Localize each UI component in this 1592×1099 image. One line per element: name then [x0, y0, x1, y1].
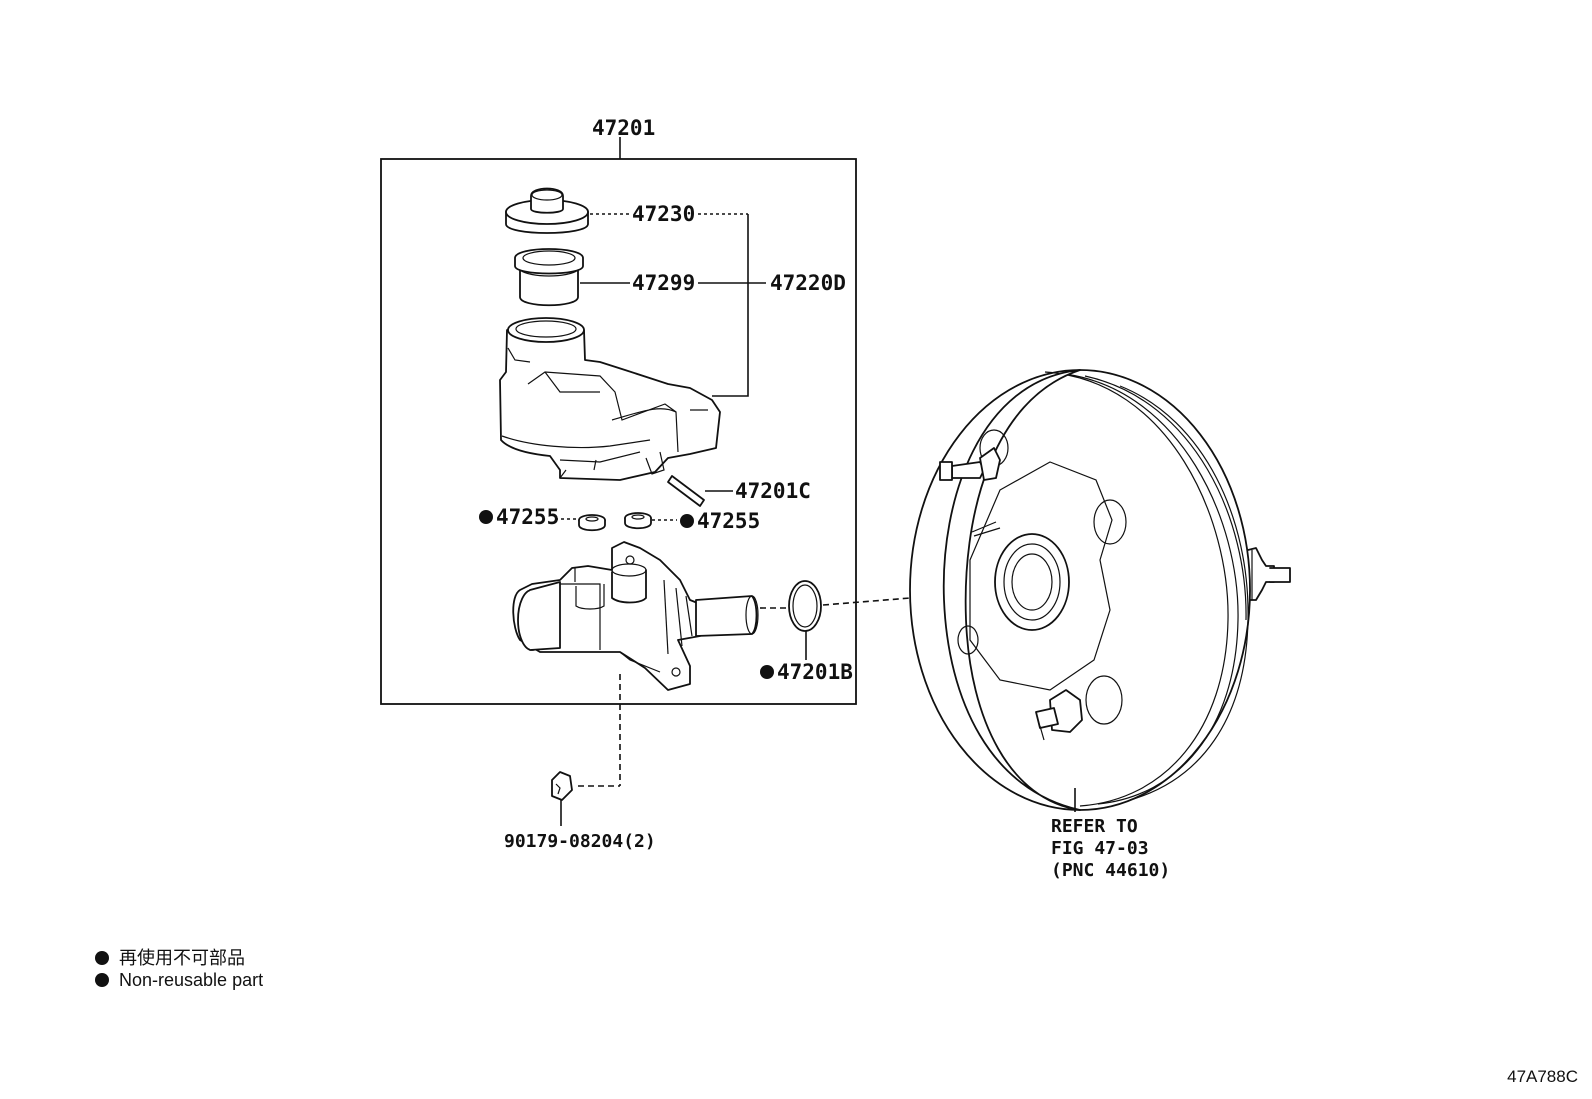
non-reusable-bullet-icon	[479, 510, 493, 524]
reservoir-pin	[667, 475, 705, 507]
o-ring	[788, 580, 822, 632]
grommet-right-label: 47255	[697, 509, 760, 533]
strainer-label: 47299	[632, 271, 695, 295]
refer-line-2: FIG 47-03	[1051, 838, 1149, 859]
diagram-code: 47A788C	[1507, 1067, 1578, 1086]
filled-circle-icon	[95, 973, 109, 987]
master-cylinder-assembly-frame	[380, 158, 857, 705]
refer-line-1: REFER TO	[1051, 816, 1138, 837]
o-ring-label: 47201B	[777, 660, 853, 684]
grommet-left-label: 47255	[496, 505, 559, 529]
assembly-label: 47201	[592, 116, 655, 140]
grommet-right	[624, 512, 652, 530]
grommet-left	[578, 514, 606, 532]
legend-english: Non-reusable part	[95, 970, 263, 991]
pin-label: 47201C	[735, 479, 811, 503]
non-reusable-bullet-icon	[760, 665, 774, 679]
cap-label: 47230	[632, 202, 695, 226]
nut-label: 90179-08204(2)	[504, 831, 656, 852]
brake-fluid-reservoir	[499, 317, 721, 481]
reservoir-strainer	[514, 248, 584, 307]
filled-circle-icon	[95, 951, 109, 965]
reservoir-set-label: 47220D	[770, 271, 846, 295]
legend-text-en: Non-reusable part	[119, 970, 264, 990]
flange-nut	[551, 771, 573, 801]
legend-japanese: 再使用不可部品	[95, 944, 245, 970]
reservoir-cap	[505, 187, 589, 234]
non-reusable-bullet-icon	[680, 514, 694, 528]
master-cylinder-body	[512, 541, 759, 691]
brake-booster	[909, 369, 1291, 811]
refer-line-3: (PNC 44610)	[1051, 860, 1170, 881]
legend-text-ja: 再使用不可部品	[119, 948, 245, 968]
